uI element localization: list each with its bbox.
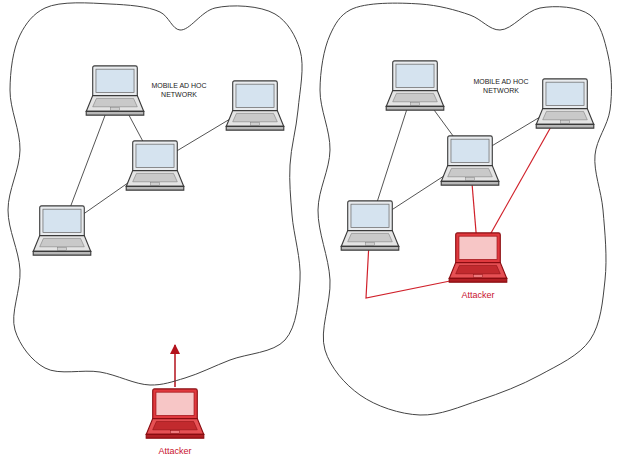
region-outline <box>5 2 307 398</box>
network-region: MOBILE AD HOC NETWORK Attacker <box>315 2 613 420</box>
region-outline-path <box>8 3 302 385</box>
attacker-node: Attacker <box>145 388 205 458</box>
attacker-node: Attacker <box>448 232 508 302</box>
network-region: MOBILE AD HOC NETWORK <box>5 2 307 398</box>
attacker-laptop <box>146 389 204 438</box>
network-label: MOBILE AD HOC NETWORK <box>470 78 532 96</box>
region-outline-path <box>318 3 611 415</box>
laptop-icon <box>86 66 144 115</box>
laptop-icon <box>33 206 91 255</box>
attacker-laptop-icon <box>145 388 205 440</box>
laptop-icon <box>441 136 499 185</box>
laptop-icon <box>386 61 444 110</box>
region-outline <box>315 2 613 420</box>
laptop-icon <box>226 81 284 130</box>
network-label: MOBILE AD HOC NETWORK <box>148 82 210 100</box>
attacker-links <box>366 102 565 298</box>
attacker-laptop-icon <box>448 232 508 284</box>
laptop-icon <box>126 141 184 190</box>
attacker-label: Attacker <box>461 290 494 301</box>
laptop-icon <box>341 201 399 250</box>
laptop-icon <box>536 79 594 128</box>
attacker-label: Attacker <box>158 446 191 457</box>
attacker-laptop <box>449 233 507 282</box>
